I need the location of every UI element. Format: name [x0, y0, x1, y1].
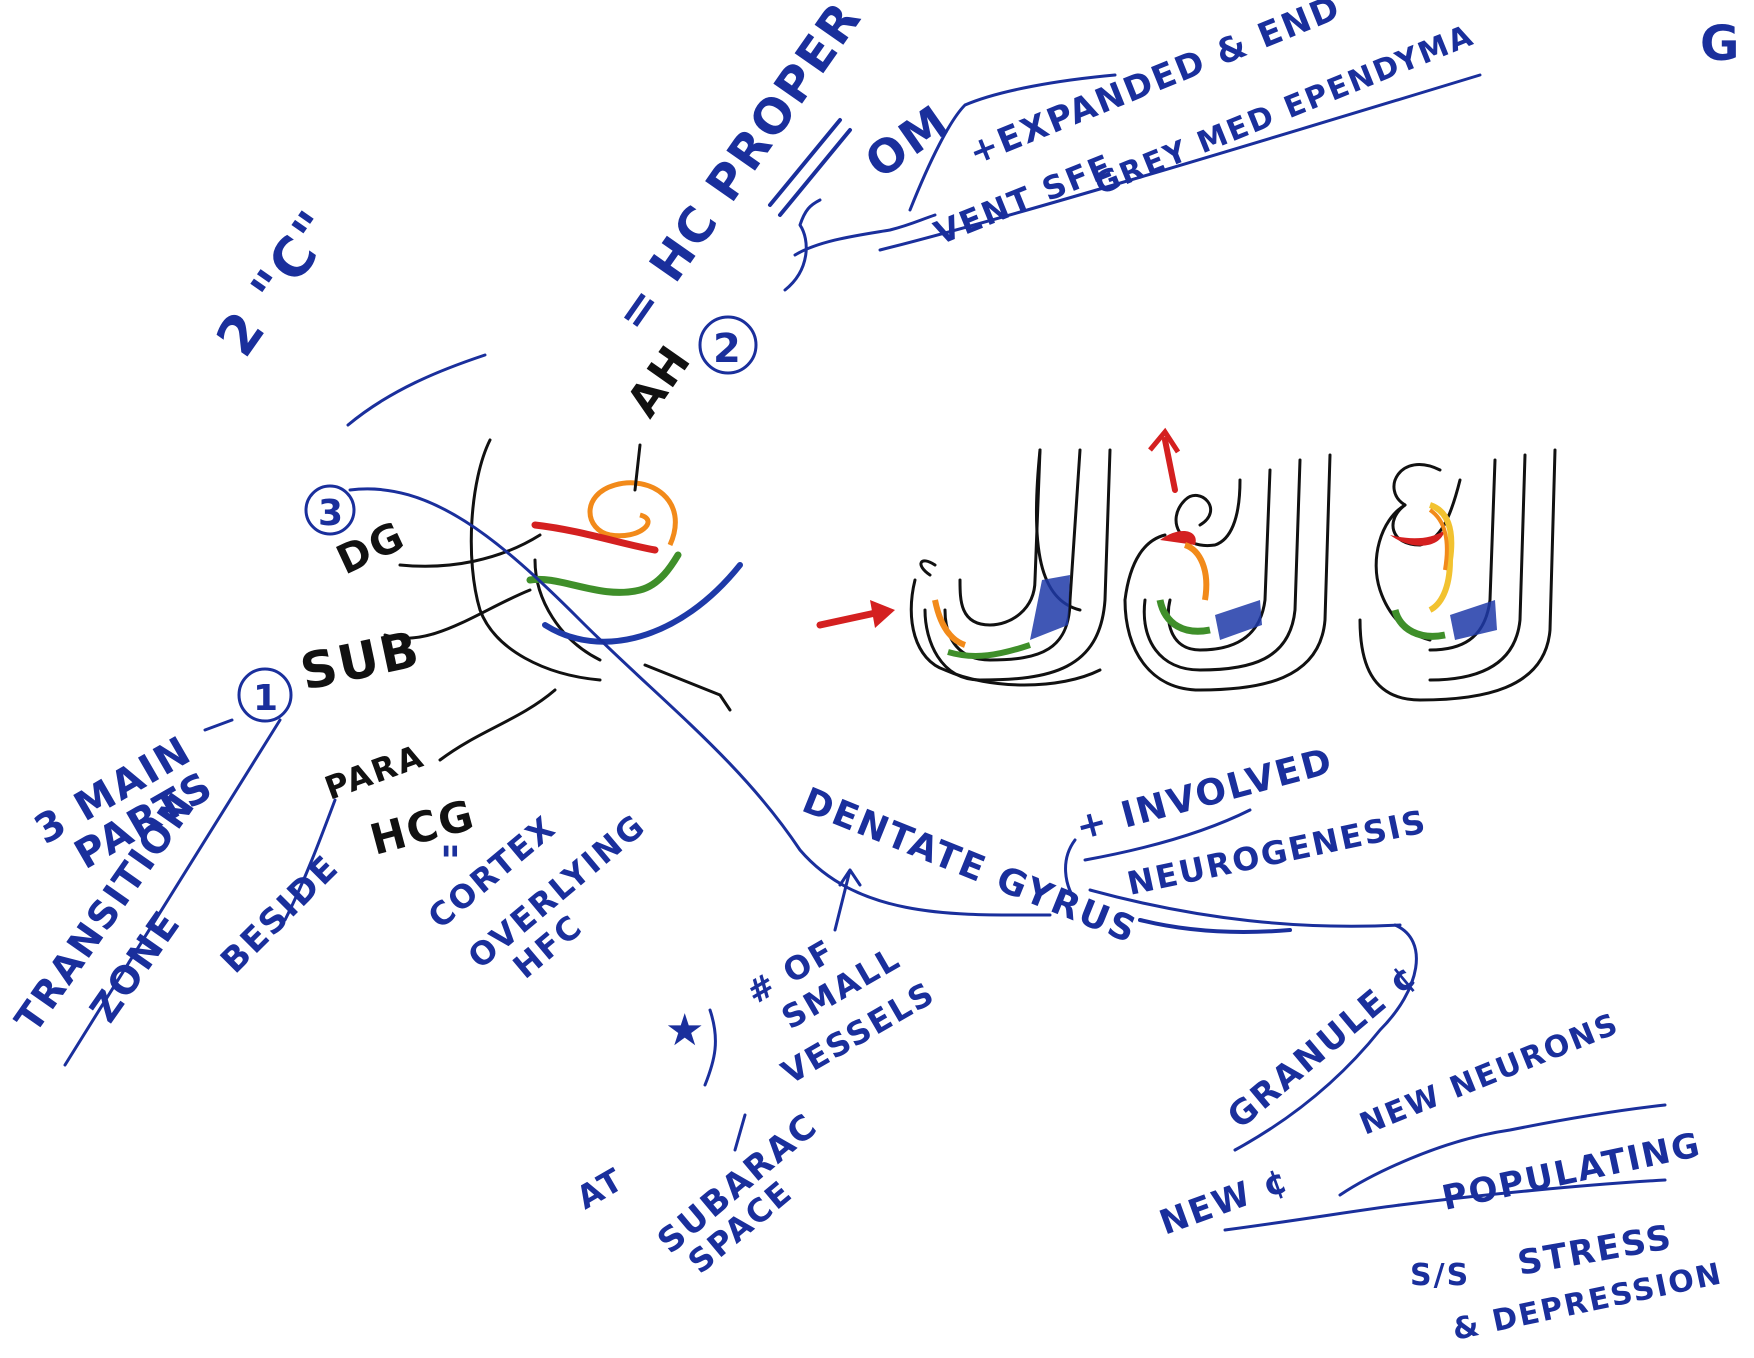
stage-1-drawing: [909, 448, 1112, 687]
dentate-bracket: [1064, 838, 1077, 902]
vent-sfe-underline: [878, 73, 1482, 252]
ah-number-circle: [698, 315, 758, 375]
sub-dash: [203, 718, 234, 732]
two-c-label: 2 "C": [204, 198, 349, 367]
ah-number: 2: [713, 326, 743, 372]
neurogenesis-underline: [1088, 888, 1402, 928]
dg-number: 3: [318, 493, 345, 534]
om-bracket: [783, 198, 937, 292]
connector-dentate-line: [348, 487, 1052, 917]
at-label: AT: [570, 1160, 631, 1217]
populating-label: POPULATING: [1439, 1125, 1705, 1219]
stage-3-drawing: [1358, 448, 1557, 702]
om-label: OM: [855, 94, 959, 189]
beside-label: BESIDE: [213, 847, 347, 981]
beside-line: [283, 798, 337, 922]
hcg-label: HCG: [365, 790, 481, 865]
new-neurons-line: [1338, 1103, 1667, 1197]
stage-2-drawing: [1123, 453, 1332, 692]
s-s-label: S/S: [1410, 1258, 1470, 1293]
hippocampus-sketch: [383, 438, 743, 762]
para-label: PARA: [320, 737, 429, 808]
om-connector: [908, 73, 1117, 212]
subiculum-curve: [526, 551, 682, 596]
ammon-horn-swirl: [587, 480, 678, 547]
sub-number-circle: [237, 667, 293, 723]
ditto-mark: ": [440, 839, 463, 885]
scribble: [1138, 918, 1292, 934]
decorative-curve: [346, 353, 487, 427]
neurogenesis-connector: [1233, 923, 1418, 1152]
parahippocampal-arc: [542, 562, 743, 645]
up-arrow: [833, 868, 862, 932]
dg-number-circle: [304, 484, 356, 536]
ah-label: AH: [617, 336, 702, 427]
corner-g-label: G: [1700, 16, 1741, 72]
star-mark: ★: [665, 1005, 706, 1056]
star-stroke: [703, 1008, 717, 1087]
transition-zone-line: [63, 718, 282, 1067]
vent-sfe-label: VENT SFE: [929, 146, 1119, 252]
hc-proper-underline: [768, 118, 852, 217]
development-sequence: [816, 427, 1557, 702]
dentate-gyrus-curve: [531, 521, 659, 554]
populating-underline: [1223, 1178, 1667, 1232]
hc-proper-label: = HC PROPER: [604, 0, 873, 342]
sub-label: SUB: [295, 620, 425, 702]
red-arrow-up: [1162, 437, 1178, 493]
new-neurons-label: NEW NEURONS: [1355, 1006, 1624, 1142]
subarachnoid-tick: [733, 1113, 747, 1152]
red-arrow-right: [816, 608, 884, 629]
involved-underline: [1083, 808, 1252, 862]
sub-number: 1: [253, 678, 280, 719]
